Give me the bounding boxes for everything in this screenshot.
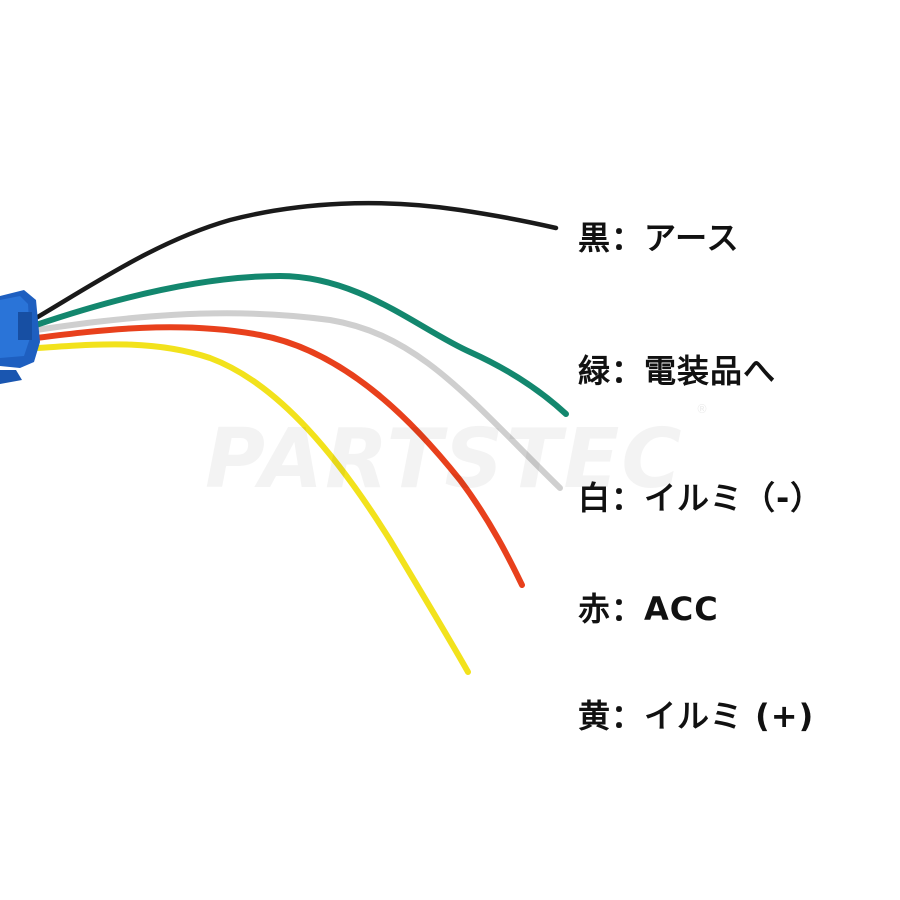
black-wire [33, 200, 559, 321]
blue-connector [0, 290, 40, 384]
green-wire-label: 緑：電装品へ [578, 352, 777, 390]
watermark-registered-mark: ® [696, 402, 708, 416]
yellow-wire-label: 黄：イルミ (+) [578, 697, 815, 735]
yellow-wire [33, 341, 471, 675]
watermark-text: PARTSTEC [205, 412, 684, 507]
white-wire [33, 310, 563, 491]
green-wire [33, 272, 569, 417]
red-wire [33, 324, 525, 588]
black-wire-label: 黒：アース [578, 219, 740, 257]
white-wire-label: 白：イルミ（-） [578, 479, 824, 517]
red-wire-label: 赤：ACC [578, 590, 719, 628]
